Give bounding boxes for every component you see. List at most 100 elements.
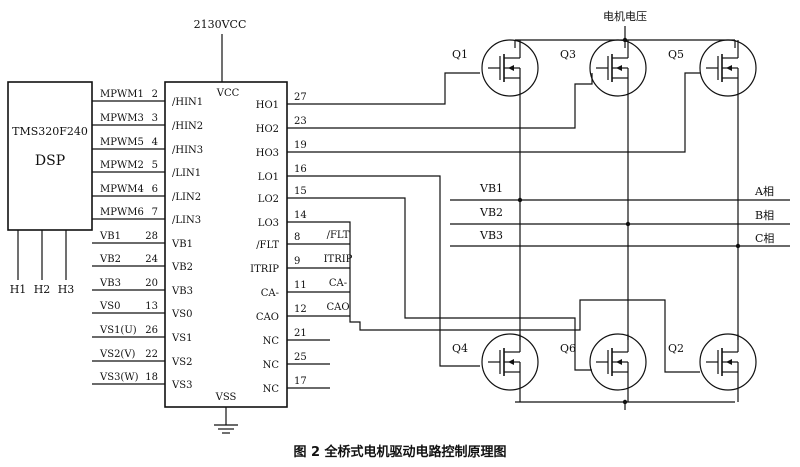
mosfet-q3: Q3 [560,39,647,97]
left-pin-signal: VB1 [99,231,121,242]
left-pin-name: VB1 [171,239,193,250]
right-pin-number: 8 [294,232,300,243]
mosfet-q4: Q4 [452,333,539,391]
right-pin-signal: CAO [326,302,349,313]
dsp-pin-h3: H3 [58,283,75,296]
phase-a-label: A相 [754,185,774,198]
left-pin-name: /LIN2 [172,192,201,203]
right-pin-name: LO3 [258,218,279,229]
left-pin-signal: VS0 [99,301,120,312]
right-pin-name: HO1 [256,100,279,111]
bus-lines: VB1 VB2 VB3 A相 B相 C相 [450,182,790,249]
motor-voltage-label: 电机电压 [603,9,647,23]
right-pin-number: 12 [294,304,307,315]
left-pin-signal: MPWM3 [100,113,144,124]
transistor-label: Q5 [668,48,684,61]
left-pin-number: 22 [145,349,158,360]
right-pin-signal: ITRIP [324,254,353,265]
bus-label-vb2: VB2 [479,206,503,219]
right-pin-number: 27 [294,92,307,103]
mosfet-q5: Q5 [668,39,757,97]
right-pin-number: 23 [294,116,307,127]
dsp-name: DSP [35,153,65,169]
dsp-pin-h1: H1 [10,283,27,296]
left-pin-name: VS0 [171,309,192,320]
left-pin-signal: VS3(W) [99,372,139,383]
left-pin-signal: MPWM4 [100,184,144,195]
transistor-label: Q6 [560,342,576,355]
left-pin-number: 5 [152,160,158,171]
driver-vcc-label: VCC [216,88,240,99]
right-pin-number: 14 [294,210,307,221]
gate-wires [287,72,700,373]
right-pin-name: NC [263,360,280,371]
left-pin-number: 3 [152,113,158,124]
right-pin-number: 16 [294,164,307,175]
dsp-pin-h2: H2 [34,283,51,296]
left-pin-signal: VB3 [99,278,121,289]
right-pin-name: CA- [261,288,279,299]
mosfet-q2: Q2 [668,333,757,391]
left-pin-number: 2 [152,89,158,100]
right-pin-signal: CA- [329,278,347,289]
left-pin-name: /LIN3 [172,215,201,226]
bus-label-vb3: VB3 [479,229,503,242]
left-pin-signal: VB2 [99,254,121,265]
left-pin-name: VS1 [171,333,192,344]
left-pin-name: /HIN3 [172,145,203,156]
right-pin-number: 19 [294,140,307,151]
transistor-label: Q1 [452,48,468,61]
right-pin-name: LO1 [258,172,279,183]
left-pin-signal: MPWM1 [100,89,144,100]
right-pin-signal: /FLT [327,230,350,241]
right-pin-number: 9 [294,256,300,267]
left-pin-number: 24 [145,254,158,265]
mosfet-q6: Q6 [560,333,647,391]
dsp-bottom-pins: H1 H2 H3 [10,230,75,296]
left-pin-number: 13 [145,301,158,312]
left-pin-number: 20 [145,278,158,289]
right-pin-name: ITRIP [250,264,279,275]
left-pin-signal: MPWM5 [100,137,144,148]
transistor-label: Q4 [452,342,468,355]
right-pin-number: 25 [294,352,307,363]
right-pin-number: 15 [294,186,307,197]
figure-caption: 图 2 全桥式电机驱动电路控制原理图 [293,444,506,460]
dsp-model: TMS320F240 [12,125,88,138]
transistor-label: Q2 [668,342,684,355]
right-pin-name: NC [263,336,280,347]
left-pin-name: VS2 [171,357,192,368]
right-pin-name: HO2 [256,124,279,135]
left-pin-name: /HIN2 [172,121,203,132]
left-pin-name: /HIN1 [172,97,203,108]
transistor-label: Q3 [560,48,576,61]
phase-b-label: B相 [755,209,774,222]
ground-symbol [214,407,238,434]
right-pin-number: 21 [294,328,307,339]
right-pin-name: CAO [256,312,279,323]
phase-legs [519,96,739,402]
left-pin-name: VB2 [171,262,193,273]
driver-vss-label: VSS [215,392,237,403]
right-pin-number: 11 [294,280,307,291]
right-pin-name: LO2 [258,194,279,205]
mosfet-q1: Q1 [452,39,539,97]
left-pin-number: 18 [145,372,158,383]
dsp-block [7,81,93,231]
left-pin-signal: MPWM6 [100,207,144,218]
right-pin-name: NC [263,384,280,395]
left-pin-number: 7 [152,207,158,218]
right-pin-name: HO3 [256,148,279,159]
left-pin-signal: VS2(V) [99,349,136,360]
driver-right-pins: HO127HO223HO319LO116LO215LO314/FLT8/FLTI… [250,92,353,395]
phase-c-label: C相 [755,232,774,245]
left-pin-number: 28 [145,231,158,242]
right-pin-number: 17 [294,376,307,387]
left-pin-number: 6 [152,184,158,195]
supply-label: 2130VCC [194,18,247,31]
left-pin-number: 4 [152,137,158,148]
bus-label-vb1: VB1 [479,182,503,195]
